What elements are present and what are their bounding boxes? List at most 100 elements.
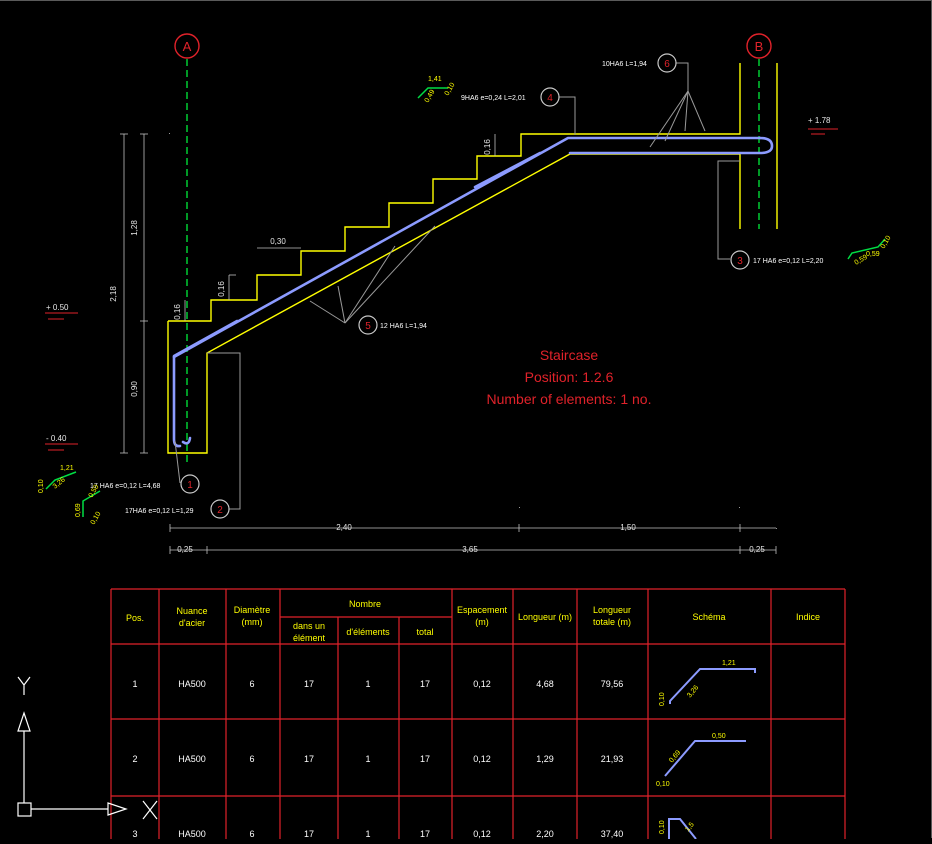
grid-axis-b: B [746,33,772,229]
shape-1-c: 3,26 [52,476,67,490]
callout-4[interactable]: 4 9HA6 e=0,24 L=2,01 [461,87,560,107]
shape-mark-1: 1,21 0,10 3,26 [38,465,77,493]
row-1-long: 4,68 [536,679,554,689]
row-1-dans: 17 [304,679,314,689]
row-1-total: 17 [420,679,430,689]
header-espacement-1: Espacement [457,605,508,615]
header-pos: Pos. [126,613,144,623]
level-marker-mid: + 0.50 [45,303,78,320]
row-2-schema: 0,50 0,69 0,10 [656,733,746,788]
table-row[interactable]: 2 HA500 6 17 1 17 0,12 1,29 21,93 0,50 0… [132,733,746,788]
shape-2-c: 0,10 [90,511,103,526]
shape-1-a: 1,21 [60,465,74,472]
header-elements: d'éléments [346,627,390,637]
callout-2-number: 2 [217,505,223,516]
row-2-elements: 1 [365,754,370,764]
grid-axis-a: A [174,33,200,463]
header-dans-1: dans un [293,621,325,631]
callout-1-label: 17 HA6 e=0,12 L=4,68 [90,483,161,490]
dim-overall-height: 2,18 [109,286,118,302]
row-2-schema-c: 0,10 [656,781,670,788]
leader-lines [174,62,740,510]
row-3-pos: 3 [132,829,137,839]
callout-3[interactable]: 3 17 HA6 e=0,12 L=2,20 [730,250,824,270]
row-3-ltot: 37,40 [601,829,624,839]
shape-3-c: 0,59 [866,251,880,258]
dim-span: 3,65 [462,545,478,554]
header-nuance-1: Nuance [176,606,207,616]
row-3-total: 17 [420,829,430,839]
header-indice: Indice [796,612,820,622]
row-3-long: 2,20 [536,829,554,839]
row-2-long: 1,29 [536,754,554,764]
header-longueur-totale-2: totale (m) [593,617,631,627]
shape-3-a: 0,10 [880,235,893,250]
callout-1[interactable]: 1 17 HA6 e=0,12 L=4,68 [90,474,200,494]
header-espacement-2: (m) [475,617,489,627]
shape-mark-4: 1,41 0,49 0,10 [417,76,457,104]
caption-title: Staircase [540,347,599,363]
dimension-labels: 2,18 1,28 0,90 0,16 0,16 0,16 0,30 2,40 … [109,139,765,554]
header-longueur: Longueur (m) [518,612,572,622]
row-1-schema-b: 0,10 [659,692,666,706]
dim-right-wall: 0,25 [749,545,765,554]
dimension-lines [120,133,777,554]
row-2-dans: 17 [304,754,314,764]
shape-mark-3: 0,10 0,59 0,59 [847,235,893,267]
table-row[interactable]: 3 HA500 6 17 1 17 0,12 2,20 37,40 0,10 1… [132,818,697,840]
row-3-schema: 0,10 1,5 [659,818,697,840]
header-longueur-totale-1: Longueur [593,605,631,615]
header-dans-2: élément [293,633,326,643]
dim-upper-height: 1,28 [130,220,139,236]
level-marker-bottom: - 0.40 [45,434,78,451]
dim-riser-a: 0,16 [173,304,182,320]
caption-position: Position: 1.2.6 [525,369,614,385]
dim-riser-c: 0,16 [483,139,492,155]
shape-mark-2: 0,50 0,69 0,10 [75,484,103,526]
dim-riser-b: 0,16 [217,281,226,297]
row-1-esp: 0,12 [473,679,491,689]
row-3-dans: 17 [304,829,314,839]
callout-3-number: 3 [737,256,743,267]
callout-2-label: 17HA6 e=0,12 L=1,29 [125,508,194,515]
ucs-icon [17,676,158,820]
shape-2-b: 0,69 [75,503,82,517]
callout-5[interactable]: 5 12 HA6 L=1,94 [358,315,427,335]
header-schema: Schéma [692,612,725,622]
level-mid-label: + 0.50 [46,303,69,312]
row-3-schema-a: 0,10 [659,820,666,834]
dim-tread: 0,30 [270,237,286,246]
callout-5-number: 5 [365,321,371,332]
callout-4-number: 4 [547,93,553,104]
header-nombre: Nombre [349,599,381,609]
dim-landing-run: 1,50 [620,523,636,532]
row-2-schema-a: 0,50 [712,733,726,740]
row-3-diam: 6 [249,829,254,839]
row-3-esp: 0,12 [473,829,491,839]
element-caption: Staircase Position: 1.2.6 Number of elem… [487,347,652,407]
row-1-ltot: 79,56 [601,679,624,689]
row-1-schema-c: 3,26 [686,684,700,699]
row-2-diam: 6 [249,754,254,764]
header-diametre-1: Diamètre [234,605,271,615]
dim-flight-run: 2,40 [336,523,352,532]
row-3-nuance: HA500 [178,829,206,839]
rebar-lines [172,136,774,448]
level-marker-top: + 1.78 [808,116,838,135]
header-nuance-2: d'acier [179,618,205,628]
header-diametre-2: (mm) [242,617,263,627]
row-2-ltot: 21,93 [601,754,624,764]
shape-4-c: 0,10 [444,82,457,97]
callout-6-number: 6 [664,59,670,70]
shape-1-b: 0,10 [38,479,45,493]
level-bottom-label: - 0.40 [46,434,67,443]
dim-lower-height: 0,90 [130,381,139,397]
callout-6[interactable]: 6 10HA6 L=1,94 [602,53,677,73]
callout-2[interactable]: 2 17HA6 e=0,12 L=1,29 [125,499,230,519]
row-1-elements: 1 [365,679,370,689]
header-total: total [416,627,433,637]
drawing-dots [169,133,777,529]
dim-left-wall: 0,25 [177,545,193,554]
